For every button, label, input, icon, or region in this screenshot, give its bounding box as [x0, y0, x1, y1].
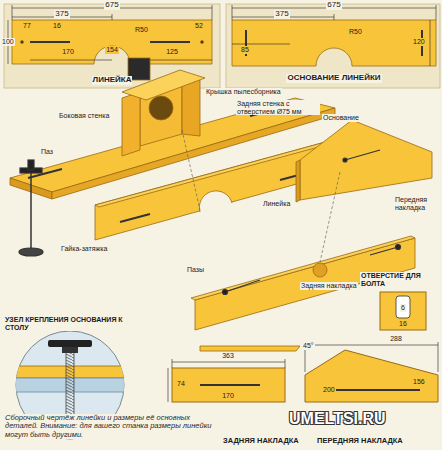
dimension-label: 100 [1, 38, 15, 46]
dimension-label: 85 [240, 46, 250, 54]
dimension-label: 154 [105, 46, 119, 54]
dimension-label: 6 [400, 304, 406, 312]
part-label: ОТВЕРСТИЕ ДЛЯ БОЛТА [360, 272, 438, 287]
part-label: Передняя накладка [394, 196, 440, 211]
dimension-label: 156 [412, 378, 426, 386]
dimension-label: 120 [412, 38, 426, 46]
part-label: UMELTSI.RU [288, 410, 387, 428]
caption: Сборочный чертёж линейки и размеры её ос… [4, 414, 218, 439]
dimension-label: 16 [398, 320, 408, 328]
dimension-label: 288 [389, 335, 403, 343]
dimension-label: 675 [326, 1, 341, 10]
dimension-label: 170 [221, 392, 235, 400]
part-label: ЛИНЕЙКА [92, 76, 133, 85]
dimension-label: R50 [348, 28, 363, 36]
part-label: Линейка [262, 200, 291, 208]
part-label: Боковая стенка [58, 112, 110, 120]
part-label: Паз [40, 148, 54, 156]
part-label: Задняя стенка с отверстием Ø75 мм [236, 100, 320, 115]
dimension-label: 52 [194, 22, 204, 30]
dimension-label: 45° [302, 342, 315, 350]
part-label: Крышка пылесборника [205, 88, 282, 96]
part-label: ПЕРЕДНЯЯ НАКЛАДКА [316, 437, 404, 445]
dimension-label: 77 [22, 22, 32, 30]
dimension-label: 200 [322, 386, 336, 394]
part-label: УЗЕЛ КРЕПЛЕНИЯ ОСНОВАНИЯ К СТОЛУ [4, 316, 134, 331]
part-label: Пазы [186, 266, 205, 274]
part-label: Основание [322, 114, 360, 122]
part-label: ОСНОВАНИЕ ЛИНЕЙКИ [286, 74, 381, 83]
dimension-label: 16 [52, 22, 62, 30]
part-label: ЗАДНЯЯ НАКЛАДКА [222, 437, 300, 445]
part-label: Гайка-затяжка [60, 245, 108, 253]
dimension-label: 675 [104, 1, 119, 10]
dimension-label: 170 [61, 48, 75, 56]
part-label: Задняя накладка [300, 282, 358, 290]
dimension-label: 375 [274, 10, 289, 19]
dimension-label: 125 [165, 48, 179, 56]
dimension-label: 74 [176, 380, 186, 388]
dimension-label: 375 [54, 10, 69, 19]
dimension-label: 363 [221, 352, 235, 360]
dimension-label: R50 [134, 26, 149, 34]
